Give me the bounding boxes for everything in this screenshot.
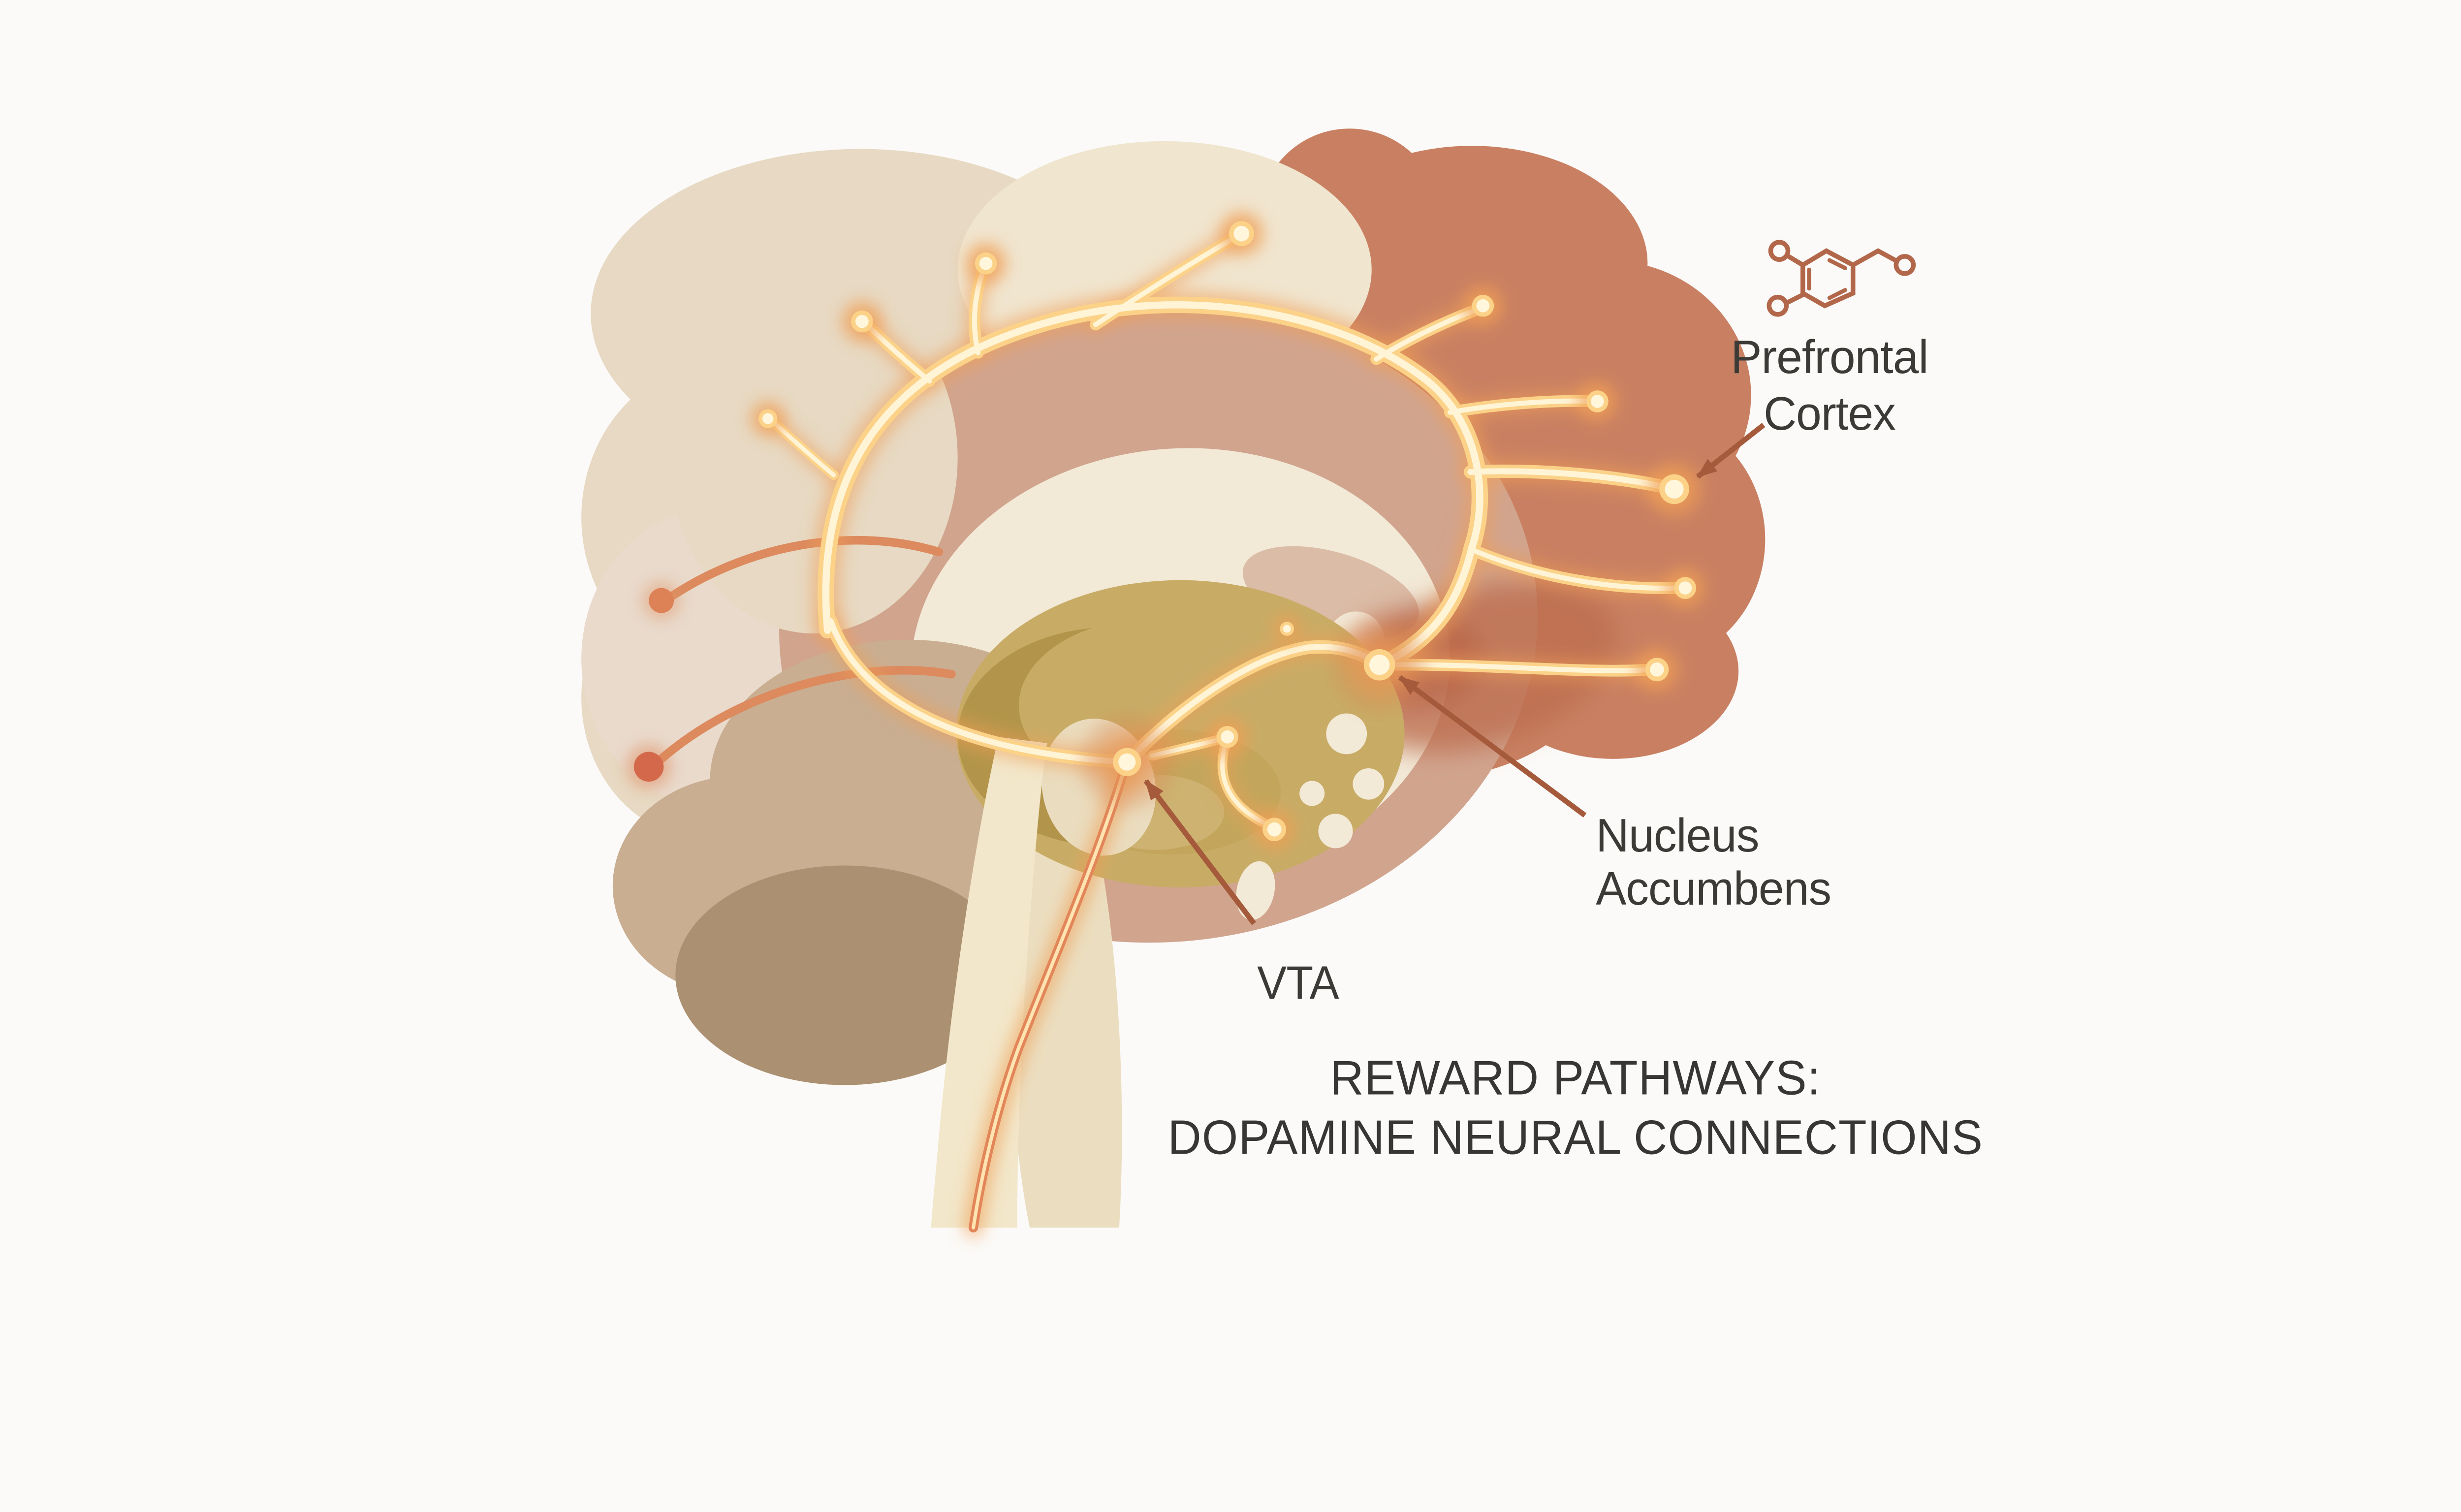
synapse-node (633, 752, 664, 782)
vta-arrow (1143, 779, 1257, 925)
prefrontal-cortex-label-line1: Prefrontal (1731, 331, 1928, 383)
neural-pathways (627, 212, 1706, 1238)
brain-reward-pathways-figure: Prefrontal Cortex Nucleus Accumbens VTA … (581, 128, 1984, 1238)
prefrontal-cortex-label-line2: Cortex (1764, 387, 1895, 440)
annotations: Prefrontal Cortex Nucleus Accumbens VTA … (1168, 331, 1984, 1165)
cortical-dendrites (627, 536, 956, 789)
nucleus-accumbens-arrow (1398, 675, 1587, 818)
dopamine-molecule-icon (1767, 240, 1916, 317)
nucleus-accumbens-label-line2: Accumbens (1596, 862, 1831, 915)
nucleus-accumbens-label-line1: Nucleus (1596, 809, 1759, 862)
spinal-cord (931, 737, 1047, 1228)
vta-label: VTA (1257, 956, 1339, 1009)
stem-pathway-core (972, 763, 1128, 1229)
synapse-nodes (758, 221, 1697, 842)
figure-title-line1: REWARD PATHWAYS: (1330, 1051, 1821, 1105)
annotation-arrows (1143, 423, 1766, 925)
figure-title-line2: DOPAMINE NEURAL CONNECTIONS (1168, 1110, 1984, 1165)
cerebellum (675, 865, 1014, 1085)
figure-canvas: Prefrontal Cortex Nucleus Accumbens VTA … (581, 128, 1984, 1238)
prefrontal-cortex-arrow (1696, 423, 1766, 479)
synapse-node (649, 588, 674, 613)
